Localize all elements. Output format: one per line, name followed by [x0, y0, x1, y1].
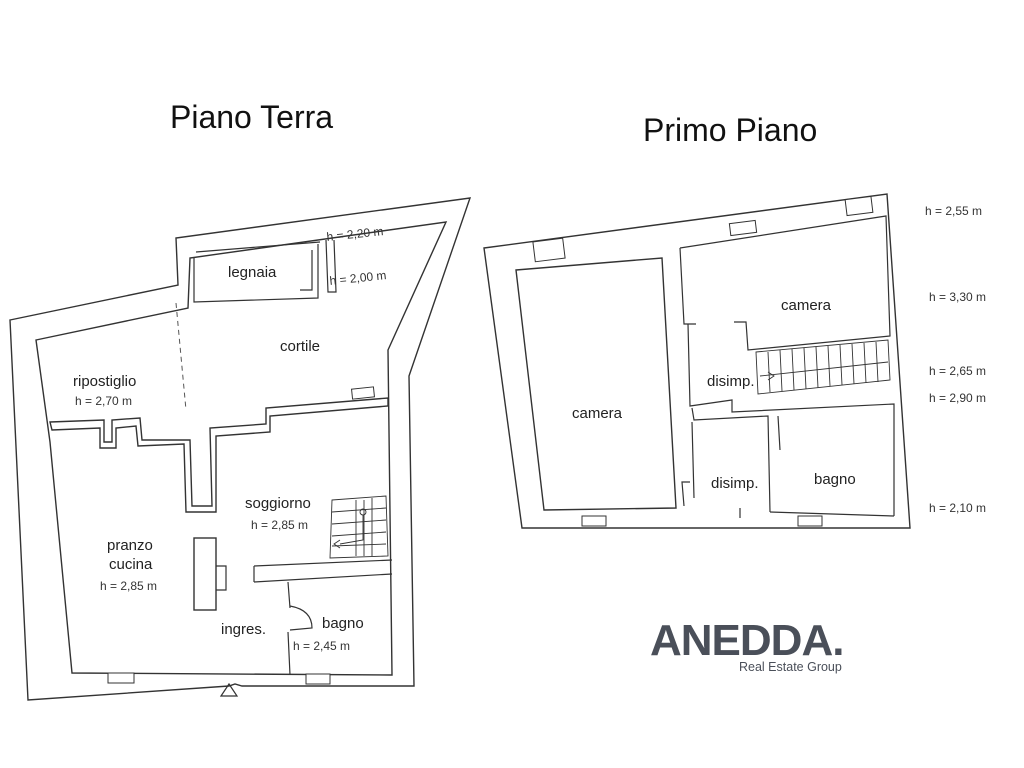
first-floor-staircase — [755, 339, 891, 395]
ground-floor-plan: Piano Terra legnaia cortile ripostiglio … — [9, 99, 472, 701]
room-label-soggiorno: soggiorno — [245, 495, 311, 512]
room-label-legnaia: legnaia — [228, 264, 277, 281]
room-label-cucina: cucina — [109, 556, 153, 573]
height-label-first-2: h = 3,30 m — [929, 290, 986, 304]
ingresso-pillar — [193, 537, 217, 611]
window — [305, 673, 331, 685]
window — [844, 195, 874, 217]
ground-floor-middle-wall — [49, 397, 389, 513]
height-label-cortile-mid: h = 2,00 m — [329, 268, 387, 288]
entrance-marker — [219, 682, 239, 697]
window — [532, 237, 566, 263]
logo-wordmark: ANEDDA. — [650, 616, 843, 665]
logo-tagline: Real Estate Group — [739, 660, 842, 674]
first-floor-title: Primo Piano — [643, 112, 817, 148]
window — [581, 515, 607, 527]
window — [728, 219, 758, 237]
room-label-bagno-first: bagno — [814, 471, 856, 488]
disimp-upper-walls — [681, 407, 781, 513]
room-label-disimp-upper: disimp. — [707, 373, 755, 390]
bagno-walls — [253, 559, 393, 676]
window — [107, 672, 135, 684]
height-label-bagno: h = 2,45 m — [293, 639, 350, 653]
anedda-logo: ANEDDA. Real Estate Group — [650, 616, 844, 674]
room-label-ingresso: ingres. — [221, 621, 266, 638]
ground-floor-staircase — [329, 495, 389, 559]
first-floor-plan: Primo Piano camera camera disimp. disimp… — [483, 112, 986, 529]
legnaia-walls — [193, 244, 319, 303]
window — [797, 515, 823, 527]
height-label-first-5: h = 2,10 m — [929, 501, 986, 515]
height-label-first-4: h = 2,90 m — [929, 391, 986, 405]
height-label-first-3: h = 2,65 m — [929, 364, 986, 378]
room-label-disimp-lower: disimp. — [711, 475, 759, 492]
room-label-bagno: bagno — [322, 615, 364, 632]
room-label-camera-right: camera — [781, 297, 832, 314]
room-label-ripostiglio: ripostiglio — [73, 373, 136, 390]
window — [350, 386, 376, 400]
camera-right-walls — [679, 215, 891, 351]
bagno-door-arc — [289, 605, 313, 631]
height-label-cortile-top: h = 2,20 m — [326, 224, 384, 244]
ground-floor-title: Piano Terra — [170, 99, 333, 135]
height-label-ripostiglio: h = 2,70 m — [75, 394, 132, 408]
room-label-cortile: cortile — [280, 338, 320, 355]
room-label-camera-left: camera — [572, 405, 623, 422]
height-label-soggiorno: h = 2,85 m — [251, 518, 308, 532]
room-label-pranzo: pranzo — [107, 537, 153, 554]
ground-floor-inner-contour — [35, 221, 448, 676]
height-label-first-1: h = 2,55 m — [925, 204, 982, 218]
height-label-pranzo-cucina: h = 2,85 m — [100, 579, 157, 593]
camera-left-walls — [515, 257, 677, 511]
